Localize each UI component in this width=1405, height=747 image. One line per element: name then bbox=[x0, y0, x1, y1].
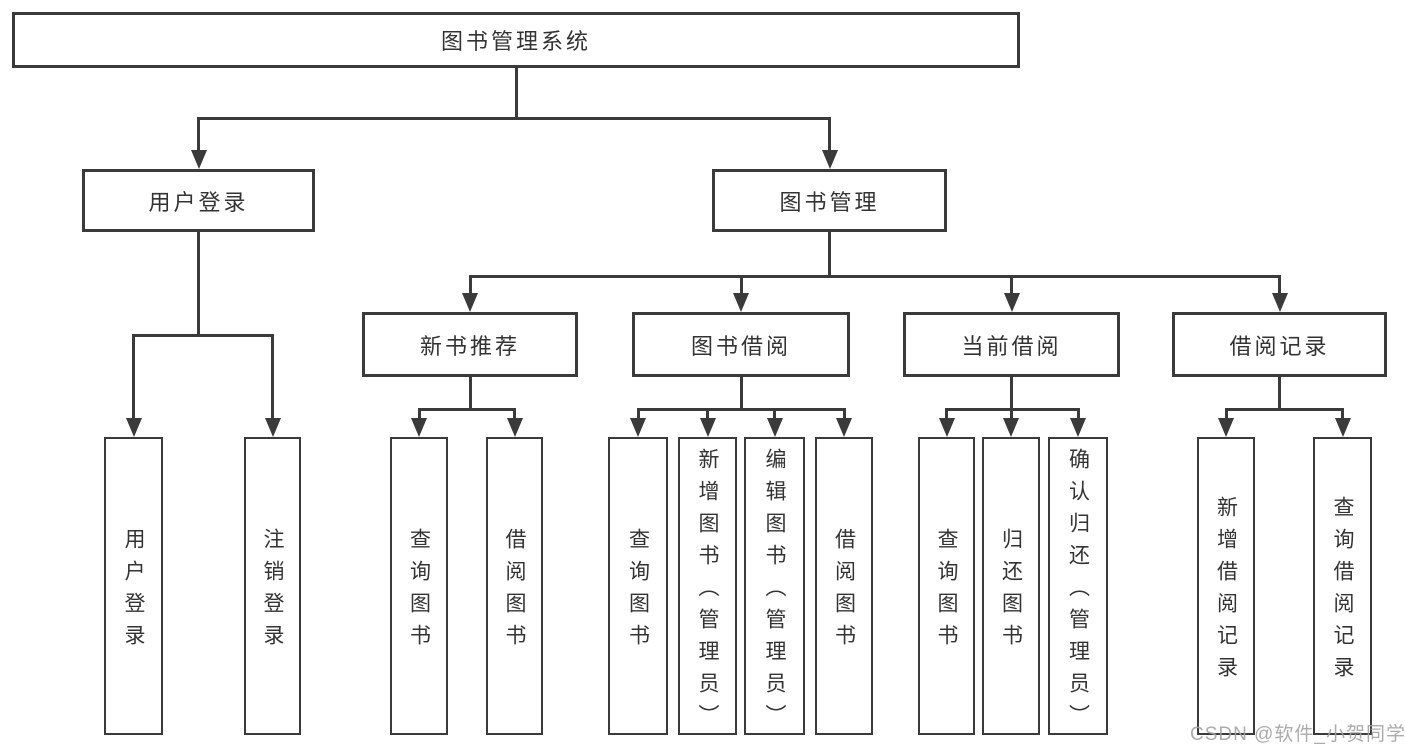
arrowhead-down-icon bbox=[462, 293, 478, 312]
arrowhead-down-icon bbox=[938, 418, 955, 437]
arrowhead-down-icon bbox=[733, 293, 749, 312]
node-label: 用户登录 bbox=[148, 189, 249, 215]
node-new-book-recommend: 新书推荐 bbox=[362, 312, 578, 377]
connector-line bbox=[132, 333, 274, 337]
arrowhead-down-icon bbox=[766, 418, 783, 437]
node-label: 新增图书（管理员） bbox=[696, 447, 719, 736]
arrowhead-down-icon bbox=[190, 150, 207, 169]
node-label: 图书借阅 bbox=[690, 333, 791, 359]
node-cb-return-book: 归还图书 bbox=[982, 437, 1040, 735]
connector-line bbox=[1076, 409, 1080, 423]
node-label: 借阅图书 bbox=[503, 527, 526, 656]
node-cb-confirm-return: 确认归还（管理员） bbox=[1048, 437, 1108, 736]
node-label: 确认归还（管理员） bbox=[1066, 447, 1090, 736]
node-label: 借阅记录 bbox=[1229, 333, 1330, 359]
arrowhead-down-icon bbox=[1003, 293, 1020, 312]
connector-line bbox=[197, 232, 200, 335]
node-nbr-query-book: 查询图书 bbox=[390, 437, 448, 735]
connector-line bbox=[417, 409, 421, 423]
connector-line bbox=[468, 377, 472, 409]
node-br-query-record: 查询借阅记录 bbox=[1313, 437, 1372, 735]
node-label: 查询图书 bbox=[935, 527, 958, 656]
connector-line bbox=[417, 407, 516, 411]
connector-line bbox=[842, 409, 846, 423]
connector-line bbox=[828, 232, 831, 276]
arrowhead-down-icon bbox=[699, 418, 716, 437]
node-borrow-records: 借阅记录 bbox=[1172, 312, 1387, 377]
connector-line bbox=[514, 68, 518, 118]
arrowhead-down-icon bbox=[1271, 293, 1288, 312]
connector-line bbox=[828, 118, 831, 155]
node-label: 用户登录 bbox=[122, 527, 145, 656]
connector-line bbox=[1278, 276, 1281, 298]
arrowhead-down-icon bbox=[836, 418, 852, 437]
node-br-add-record: 新增借阅记录 bbox=[1197, 437, 1255, 735]
node-root: 图书管理系统 bbox=[12, 12, 1020, 68]
arrowhead-down-icon bbox=[125, 418, 142, 437]
connector-line bbox=[636, 407, 846, 411]
arrowhead-down-icon bbox=[821, 150, 838, 169]
connector-line bbox=[739, 377, 743, 409]
connector-line bbox=[1010, 377, 1013, 409]
node-label: 编辑图书（管理员） bbox=[763, 447, 786, 736]
node-label: 图书管理系统 bbox=[440, 29, 591, 54]
connector-line bbox=[197, 116, 831, 120]
connector-line bbox=[1224, 409, 1228, 423]
node-nbr-borrow-book: 借阅图书 bbox=[486, 437, 543, 735]
node-book-borrowing: 图书借阅 bbox=[632, 312, 850, 377]
node-leaf-user-login: 用户登录 bbox=[104, 437, 163, 735]
node-label: 注销登录 bbox=[261, 527, 284, 656]
connector-line bbox=[1341, 409, 1344, 423]
csdn-watermark: CSDN @软件_小贺同学 bbox=[1190, 724, 1405, 745]
node-label: 归还图书 bbox=[999, 527, 1023, 656]
node-user-login: 用户登录 bbox=[82, 169, 315, 232]
node-bb-query-book: 查询图书 bbox=[608, 437, 668, 735]
node-label: 新书推荐 bbox=[419, 333, 520, 359]
node-label: 查询借阅记录 bbox=[1331, 495, 1354, 688]
connector-line bbox=[1224, 407, 1344, 411]
node-bb-add-book: 新增图书（管理员） bbox=[678, 437, 737, 736]
connector-line bbox=[773, 409, 776, 423]
connector-line bbox=[739, 276, 743, 298]
connector-line bbox=[945, 409, 948, 423]
arrowhead-down-icon bbox=[411, 418, 427, 437]
connector-line bbox=[468, 274, 1281, 278]
connector-line bbox=[132, 335, 135, 423]
connector-line bbox=[706, 409, 709, 423]
connector-line bbox=[197, 118, 200, 155]
arrowhead-down-icon bbox=[506, 418, 523, 437]
arrowhead-down-icon bbox=[1334, 418, 1351, 437]
node-cb-query-book: 查询图书 bbox=[918, 437, 975, 735]
connector-line bbox=[271, 335, 274, 423]
node-current-borrowing: 当前借阅 bbox=[903, 312, 1120, 377]
node-label: 查询图书 bbox=[407, 527, 431, 656]
node-bb-borrow-book: 借阅图书 bbox=[815, 437, 873, 735]
connector-line bbox=[1009, 409, 1013, 423]
connector-line bbox=[513, 409, 516, 423]
arrowhead-down-icon bbox=[1070, 418, 1086, 437]
connector-line bbox=[468, 276, 472, 298]
connector-line bbox=[1278, 377, 1281, 409]
node-label: 查询图书 bbox=[626, 527, 650, 656]
node-label: 当前借阅 bbox=[961, 333, 1062, 359]
node-book-management: 图书管理 bbox=[712, 169, 947, 232]
arrowhead-down-icon bbox=[1218, 418, 1234, 437]
node-label: 借阅图书 bbox=[832, 527, 856, 656]
node-label: 新增借阅记录 bbox=[1214, 495, 1238, 688]
node-bb-edit-book: 编辑图书（管理员） bbox=[744, 437, 805, 736]
arrowhead-down-icon bbox=[264, 418, 281, 437]
connector-line bbox=[1010, 276, 1013, 298]
node-label: 图书管理 bbox=[779, 189, 880, 215]
node-leaf-logout: 注销登录 bbox=[244, 437, 301, 735]
arrowhead-down-icon bbox=[1003, 418, 1019, 437]
arrowhead-down-icon bbox=[630, 418, 646, 437]
connector-line bbox=[636, 409, 640, 423]
